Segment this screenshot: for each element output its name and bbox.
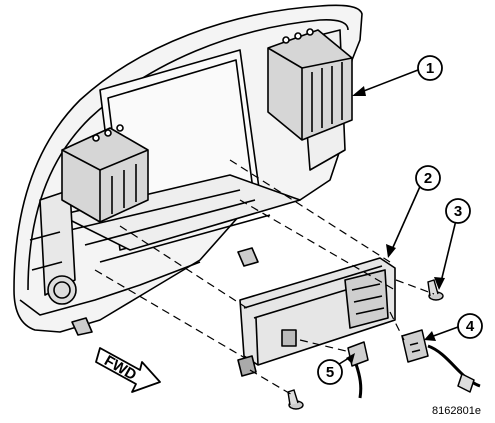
figure-code: 8162801e — [432, 405, 481, 417]
callout-5: 5 — [317, 359, 343, 385]
screw-lower — [287, 389, 304, 410]
leader-arrowheads — [346, 86, 445, 364]
callout-3: 3 — [445, 198, 471, 224]
lamp-module-left — [61, 124, 149, 223]
callout-3-number: 3 — [454, 203, 462, 220]
callout-1-number: 1 — [426, 60, 434, 77]
callout-1: 1 — [417, 55, 443, 81]
callout-2: 2 — [415, 165, 441, 191]
fwd-direction-arrow: FWD — [95, 347, 161, 393]
callout-5-number: 5 — [326, 364, 334, 381]
wire-connector-lower — [347, 341, 369, 399]
callout-2-number: 2 — [424, 170, 432, 187]
callout-4-number: 4 — [466, 318, 475, 335]
wire-connector-right — [401, 329, 481, 393]
callout-4: 4 — [457, 313, 483, 339]
screw-upper — [427, 279, 444, 301]
switch-bank-panel — [237, 257, 396, 377]
lamp-module-upper-right — [267, 28, 353, 141]
alignment-dashes — [94, 159, 435, 397]
